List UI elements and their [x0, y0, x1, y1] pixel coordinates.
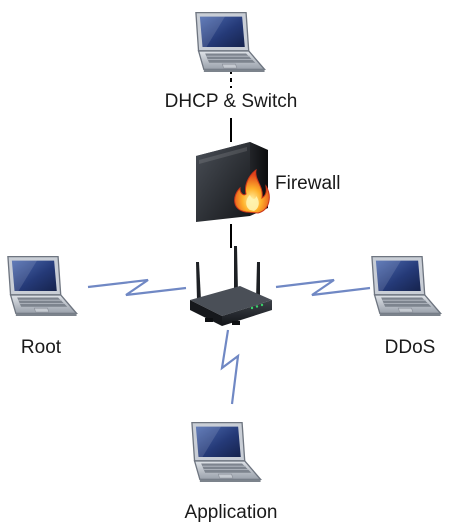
wireless-router-icon	[190, 246, 272, 326]
application-label: Application	[184, 502, 278, 523]
laptop-icon	[371, 255, 442, 317]
wireless-link-application	[220, 329, 240, 405]
flame-icon	[234, 168, 270, 214]
laptop-icon	[195, 11, 266, 73]
root-label: Root	[20, 337, 62, 358]
wireless-link-ddos	[275, 278, 371, 297]
ddos-label: DDoS	[384, 337, 436, 358]
laptop-icon	[7, 255, 78, 317]
laptop-icon	[191, 421, 262, 483]
dhcp-switch-label: DHCP & Switch	[164, 91, 298, 112]
firewall-icon	[196, 142, 270, 222]
firewall-label: Firewall	[275, 173, 341, 194]
wireless-link-root	[87, 278, 187, 297]
